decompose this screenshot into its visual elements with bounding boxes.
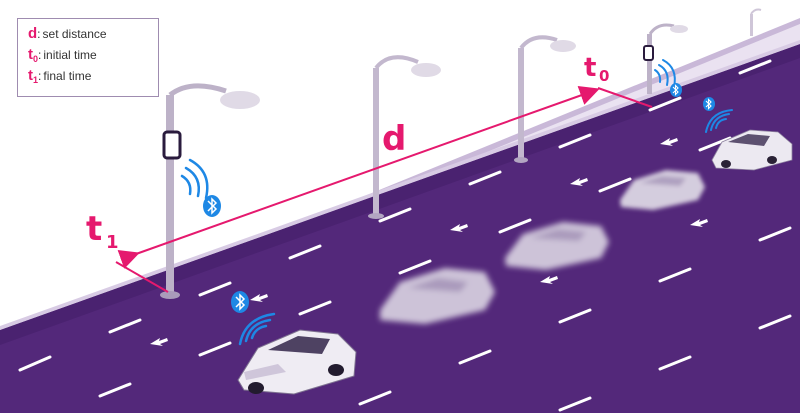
wifi-signal-icon <box>180 158 209 200</box>
wifi-signal-icon <box>238 312 276 346</box>
t1-label: t <box>86 209 102 249</box>
sensor-box-icon <box>162 130 182 160</box>
street-lamp-icon <box>750 8 762 36</box>
bluetooth-icon <box>703 97 715 111</box>
street-lamp-icon <box>643 23 688 94</box>
distance-label: d <box>382 119 406 159</box>
legend-symbol-t0: t <box>28 46 33 63</box>
t0-label: t <box>584 53 596 83</box>
bluetooth-icon <box>670 83 682 97</box>
car-icon <box>711 129 793 171</box>
legend-separator: : <box>38 48 42 62</box>
car-icon <box>505 222 609 270</box>
legend-separator: : <box>38 69 42 83</box>
legend-text-d: set distance <box>42 27 107 41</box>
t0-label-sub: 0 <box>599 67 609 85</box>
legend-separator: : <box>37 27 41 41</box>
legend-item-t1: t 1 : final time <box>28 67 148 88</box>
legend-symbol-t1-sub: 1 <box>33 75 39 85</box>
sensor-box-icon <box>643 45 654 61</box>
bluetooth-icon <box>231 291 249 313</box>
legend-text-t0: initial time <box>43 48 97 62</box>
wifi-signal-icon <box>705 109 733 133</box>
legend-item-t0: t 0 : initial time <box>28 46 148 67</box>
car-icon <box>237 329 357 395</box>
car-icon <box>620 170 705 210</box>
legend-symbol-t1: t <box>28 67 33 84</box>
distance-indicator <box>115 85 653 293</box>
legend-text-t1: final time <box>43 69 92 83</box>
bluetooth-icon <box>203 195 221 217</box>
legend-item-distance: d : set distance <box>28 25 148 46</box>
t1-label-sub: 1 <box>106 232 119 253</box>
legend-symbol-d: d <box>28 25 38 42</box>
legend: d : set distance t 0 : initial time t 1 … <box>17 18 159 97</box>
car-icon <box>380 268 495 324</box>
legend-symbol-t0-sub: 0 <box>33 54 39 64</box>
